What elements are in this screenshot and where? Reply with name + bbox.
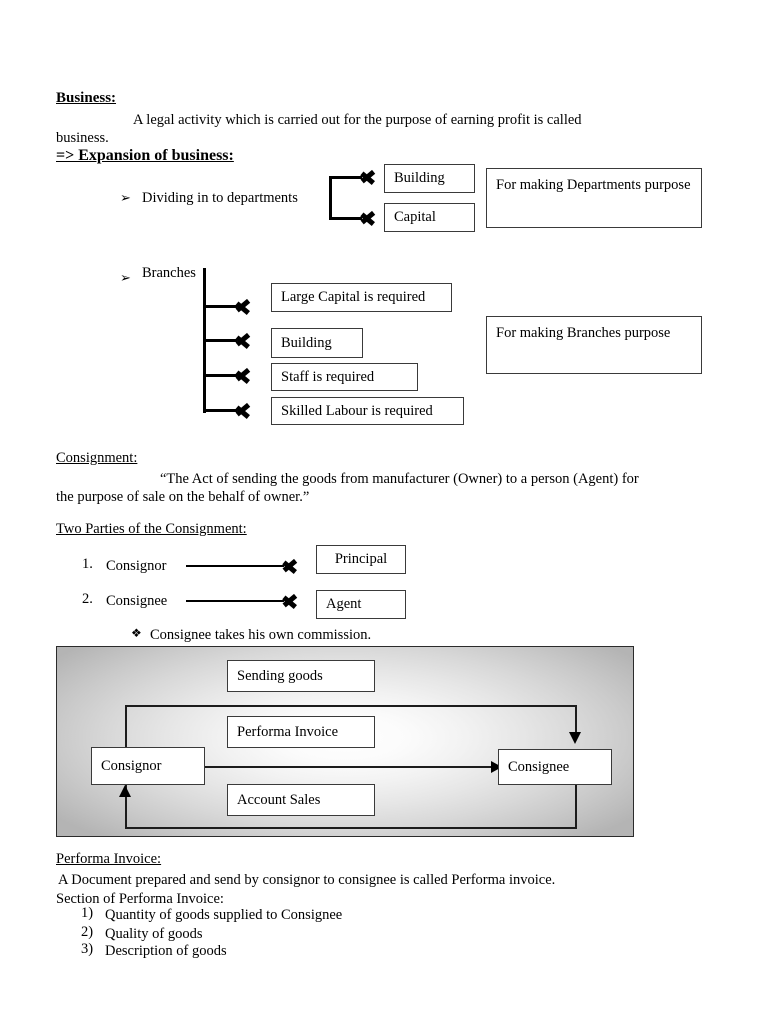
flow-label-box-1: Performa Invoice xyxy=(227,716,375,748)
consignment-definition-line2: the purpose of sale on the behalf of own… xyxy=(56,489,310,505)
departments-connector-line-1 xyxy=(329,176,362,180)
departments-connector-line-2 xyxy=(329,217,362,221)
branches-item-box-3: Skilled Labour is required xyxy=(271,397,464,425)
business-heading: Business: xyxy=(56,90,117,106)
parties-heading: Two Parties of the Consignment: xyxy=(56,521,247,537)
branches-item-box-1: Building xyxy=(271,328,363,358)
commission-note: Consignee takes his own commission. xyxy=(150,627,372,643)
departments-bullet-icon: ➢ xyxy=(120,190,131,205)
departments-purpose-box: For making Departments purpose xyxy=(486,168,702,228)
performa-invoice-arrowhead xyxy=(491,761,502,773)
sending-goods-line-down xyxy=(575,705,577,734)
party-number-1: 2. xyxy=(82,591,93,607)
consignment-heading: Consignment: xyxy=(56,450,138,466)
flow-label-box-0: Sending goods xyxy=(227,660,375,692)
branches-connector-line-4 xyxy=(203,409,237,413)
section-label-0: Quantity of goods supplied to Consignee xyxy=(105,907,343,923)
commission-note-bullet-icon: ❖ xyxy=(131,626,142,640)
branches-item-box-2: Staff is required xyxy=(271,363,418,391)
performa-invoice-definition: A Document prepared and send by consigno… xyxy=(58,872,556,888)
departments-label: Dividing in to departments xyxy=(142,190,298,206)
branches-connector-line-3 xyxy=(203,374,237,378)
account-sales-line-down xyxy=(575,785,577,829)
section-number-0: 1) xyxy=(81,905,94,921)
performa-invoice-heading: Performa Invoice: xyxy=(56,851,162,867)
flow-party-box-right: Consignee xyxy=(498,749,612,785)
party-name-0: Consignor xyxy=(106,558,167,574)
section-number-1: 2) xyxy=(81,924,94,940)
sending-goods-arrowhead xyxy=(569,732,581,744)
party-name-1: Consignee xyxy=(106,593,168,609)
business-definition: A legal activity which is carried out fo… xyxy=(133,112,582,128)
section-label-1: Quality of goods xyxy=(105,926,203,942)
consignment-definition-line1: “The Act of sending the goods from manuf… xyxy=(160,471,639,487)
flow-party-box-left: Consignor xyxy=(91,747,205,785)
section-label-2: Description of goods xyxy=(105,943,227,959)
account-sales-line-up xyxy=(125,795,127,829)
party-number-0: 1. xyxy=(82,556,93,572)
departments-connector-spine xyxy=(329,176,332,220)
performa-invoice-section-heading: Section of Performa Invoice: xyxy=(56,891,224,907)
account-sales-arrowhead xyxy=(119,785,131,797)
account-sales-line-across xyxy=(125,827,577,829)
branches-connector-line-1 xyxy=(203,305,237,309)
expansion-heading: => Expansion of business: xyxy=(56,147,234,164)
sending-goods-line-up xyxy=(125,705,127,753)
branches-label: Branches xyxy=(142,265,196,281)
consignment-flow-panel: Sending goods Performa Invoice Account S… xyxy=(56,646,634,837)
section-number-2: 3) xyxy=(81,941,94,957)
sending-goods-line-across xyxy=(125,705,577,707)
departments-item-box-1: Capital xyxy=(384,203,475,232)
performa-invoice-line xyxy=(205,766,497,769)
branches-purpose-box: For making Branches purpose xyxy=(486,316,702,374)
party-role-box-1: Agent xyxy=(316,590,406,619)
party-connector-line-1 xyxy=(186,600,284,602)
branches-bullet-icon: ➢ xyxy=(120,270,131,285)
party-connector-line-0 xyxy=(186,565,284,567)
departments-item-box-0: Building xyxy=(384,164,475,193)
party-role-box-0: Principal xyxy=(316,545,406,574)
business-definition-continued: business. xyxy=(56,130,109,146)
branches-connector-line-2 xyxy=(203,339,237,343)
flow-label-box-2: Account Sales xyxy=(227,784,375,816)
branches-item-box-0: Large Capital is required xyxy=(271,283,452,312)
